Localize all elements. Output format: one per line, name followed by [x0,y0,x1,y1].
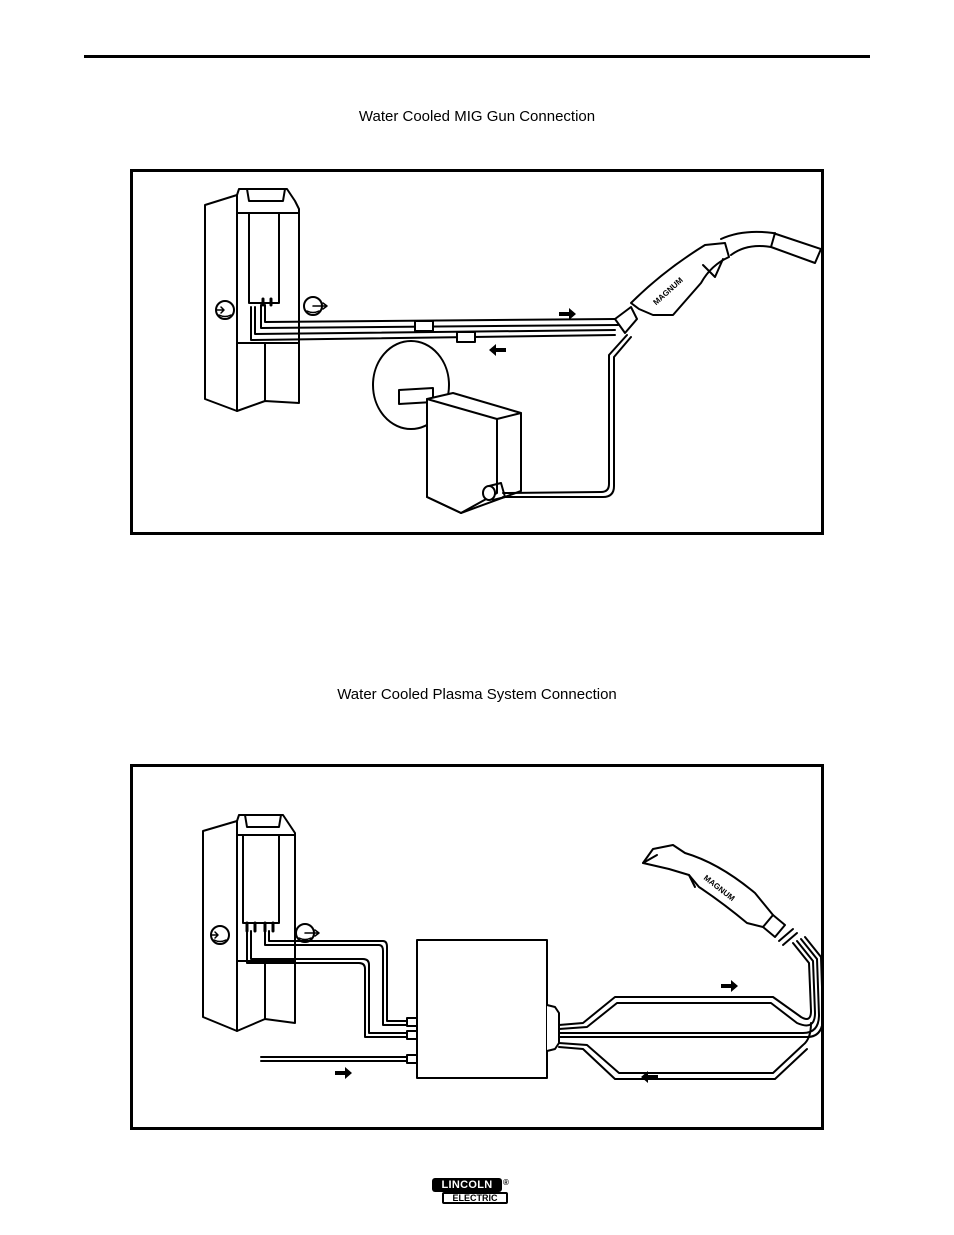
wire-feeder [426,392,522,514]
registered-mark: ® [503,1178,509,1187]
mig-gun-diagram: MAGNUM [130,169,824,535]
water-cooler-unit [204,188,328,412]
gun-cable [502,334,628,494]
header-rule [84,55,870,58]
plasma-system-diagram: MAGNUM [130,764,824,1130]
mig-gun-icon: MAGNUM [614,230,821,334]
outlet-symbol-icon [215,300,235,320]
water-cooler-unit [202,814,320,1032]
coolant-hoses [246,930,418,1064]
flow-arrow-left-icon [489,344,506,356]
torch-leads [558,936,821,1080]
flow-arrow-right-icon [559,308,576,320]
flow-arrow-left-icon [641,1071,658,1083]
plasma-power-unit [416,939,548,1079]
figure-1-caption: Water Cooled MIG Gun Connection [358,108,596,125]
figure-2-caption: Water Cooled Plasma System Connection [337,686,617,703]
flow-arrow-right-icon [721,980,738,992]
flow-arrow-right-icon [335,1067,352,1079]
coolant-hoses [250,304,619,343]
logo-line-2: ELECTRIC [442,1192,508,1204]
plasma-torch-icon: MAGNUM [642,844,798,946]
lincoln-electric-logo: LINCOLN ELECTRIC ® [432,1178,512,1208]
logo-line-1: LINCOLN [432,1178,502,1192]
